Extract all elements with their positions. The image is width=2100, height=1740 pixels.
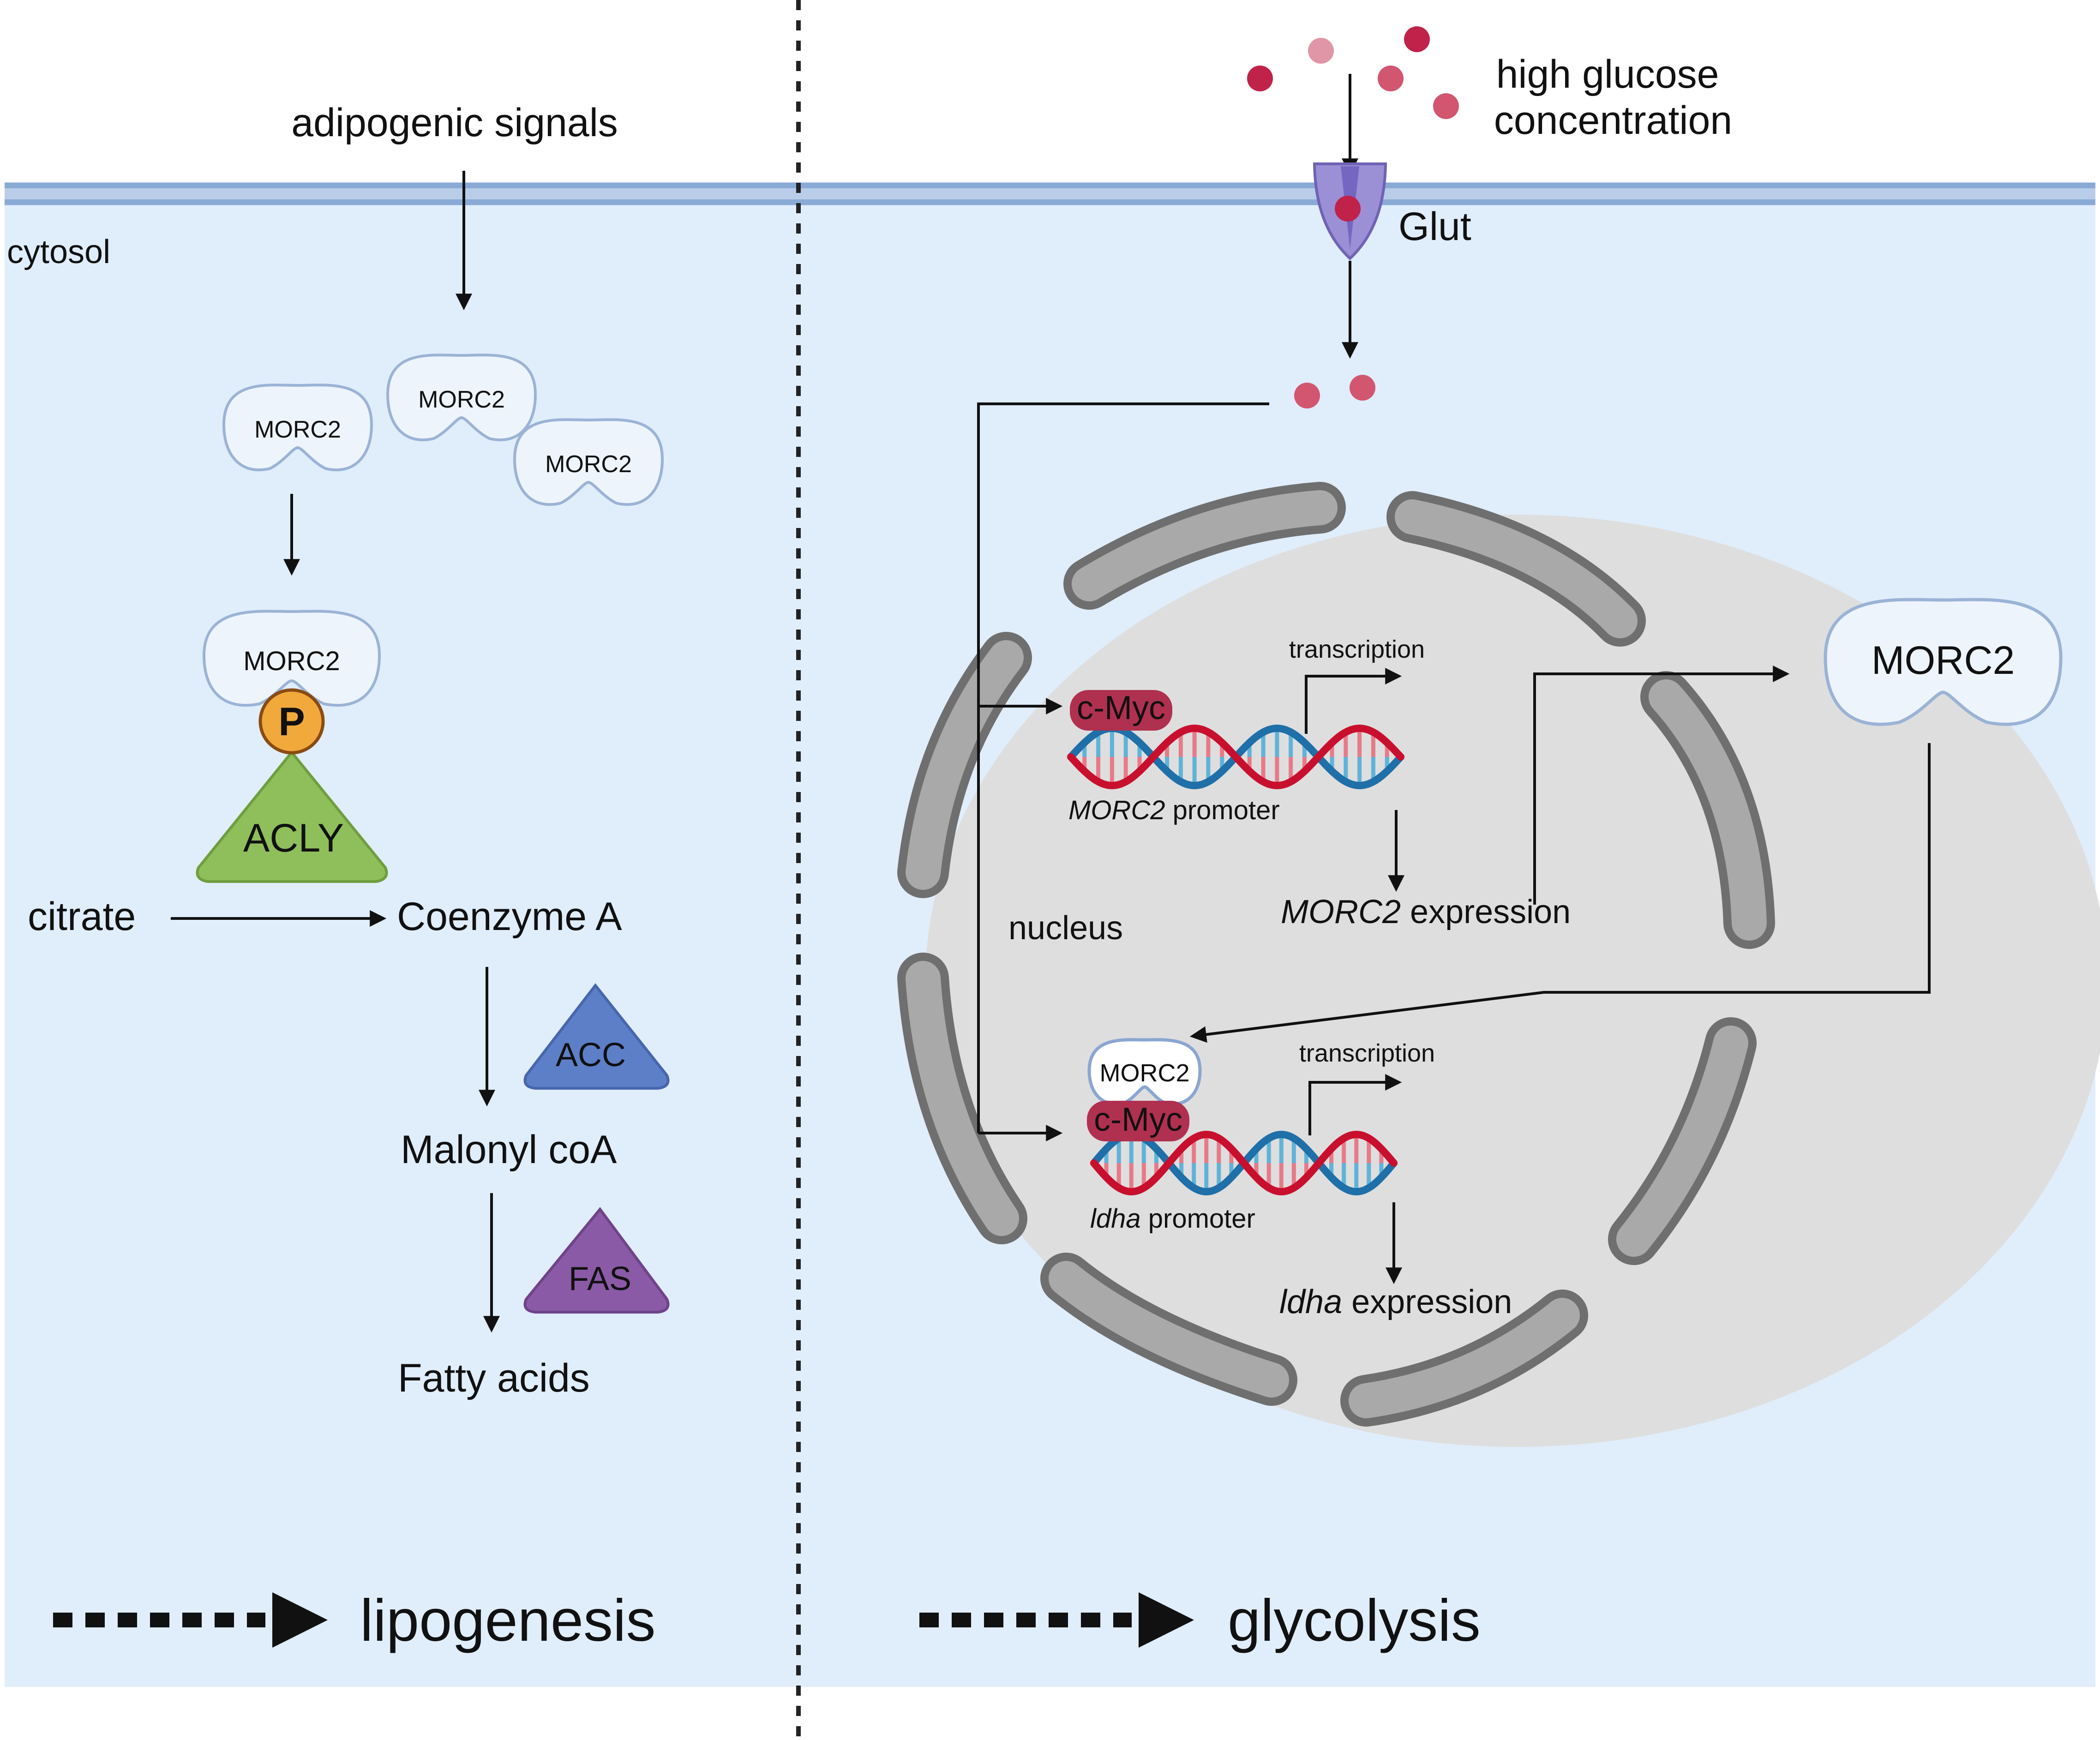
glycolysis-outcome-arrow	[919, 1592, 1194, 1648]
nuclear-envelope	[897, 482, 1775, 1427]
glut-transporter	[1313, 162, 1387, 261]
transcription-label: transcription	[1289, 636, 1425, 663]
svg-text:c-Myc: c-Myc	[1077, 690, 1165, 726]
glut-label: Glut	[1398, 204, 1471, 249]
glucose-signal-path	[977, 402, 1269, 1133]
lipogenesis-label: lipogenesis	[360, 1588, 655, 1654]
dna-strand-red	[1090, 1130, 1398, 1196]
malonyl-coa-label: Malonyl coA	[401, 1128, 617, 1172]
morc2-promoter-label: MORC2 promoter	[1068, 795, 1280, 825]
svg-text:MORC2: MORC2	[1872, 638, 2015, 683]
fas-enzyme: FAS	[523, 1207, 670, 1314]
fatty-acids-label: Fatty acids	[398, 1356, 590, 1400]
plasma-membrane	[5, 182, 2095, 205]
glucose-molecules	[1247, 26, 1459, 119]
ldha-expression-label: ldha expression	[1279, 1284, 1512, 1320]
morc2-protein: MORC2	[222, 384, 373, 472]
svg-text:FAS: FAS	[569, 1260, 631, 1297]
morc2-promoter-dna	[1067, 724, 1404, 790]
transcription-arrow	[1305, 668, 1402, 734]
high-glucose-label: high glucose concentration	[1494, 52, 1732, 143]
nucleus	[925, 515, 2100, 1447]
morc2-protein: MORC2	[513, 418, 664, 506]
svg-text:ACLY: ACLY	[243, 816, 344, 860]
coenzyme-a-label: Coenzyme A	[397, 894, 622, 939]
morc2-bound-acly: MORC2	[202, 610, 381, 707]
transcription-arrow	[1308, 1074, 1402, 1135]
morc2-cytosolic-protein: MORC2	[1824, 598, 2063, 726]
cytosol-label: cytosol	[7, 234, 110, 270]
adipogenic-signals-label: adipogenic signals	[291, 101, 618, 145]
svg-text:ACC: ACC	[556, 1037, 626, 1074]
ldha-promoter-label: ldha promoter	[1090, 1204, 1255, 1234]
ldha-promoter-dna	[1090, 1130, 1398, 1196]
glycolysis-label: glycolysis	[1228, 1588, 1481, 1654]
morc2-expression-label: MORC2 expression	[1281, 894, 1571, 930]
c-myc-protein: c-Myc	[1070, 690, 1172, 731]
intracellular-glucose	[1294, 375, 1375, 408]
svg-text:MORC2: MORC2	[254, 416, 341, 443]
nucleus-label: nucleus	[1008, 910, 1123, 947]
svg-text:MORC2: MORC2	[1099, 1059, 1189, 1087]
dna-strand-red	[1067, 724, 1404, 790]
svg-text:c-Myc: c-Myc	[1094, 1101, 1182, 1138]
svg-text:MORC2: MORC2	[243, 646, 340, 676]
acly-enzyme: ACLY	[196, 750, 388, 883]
morc2-import-path	[1189, 743, 1931, 1043]
transcription-label: transcription	[1299, 1039, 1435, 1067]
citrate-label: citrate	[28, 894, 136, 939]
phosphorylation-badge: P	[258, 688, 325, 755]
svg-text:MORC2: MORC2	[545, 451, 632, 478]
lipogenesis-outcome-arrow	[53, 1592, 328, 1648]
morc2-export-path	[1533, 666, 1790, 905]
c-myc-protein: c-Myc	[1087, 1101, 1189, 1141]
svg-text:P: P	[278, 700, 305, 744]
svg-text:MORC2: MORC2	[418, 386, 505, 413]
acc-enzyme: ACC	[523, 983, 670, 1090]
